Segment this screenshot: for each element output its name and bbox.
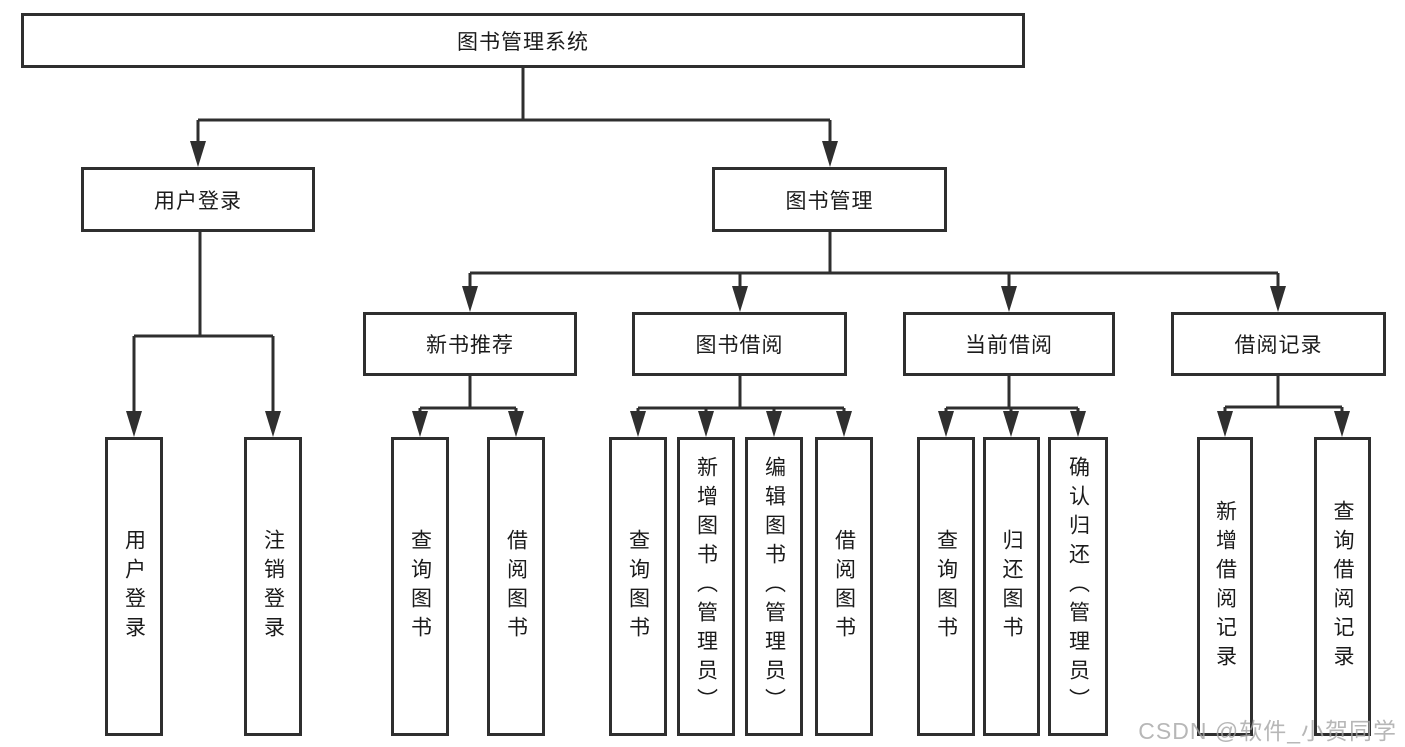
leaf-query-books-recommend: 查询图书 bbox=[391, 437, 449, 736]
leaf-query-borrow-record: 查询借阅记录 bbox=[1314, 437, 1371, 736]
leaf-edit-books-admin: 编辑图书（管理员） bbox=[745, 437, 803, 736]
node-label: 编辑图书（管理员） bbox=[762, 456, 786, 717]
node-label: 新书推荐 bbox=[426, 334, 514, 357]
leaf-add-borrow-record: 新增借阅记录 bbox=[1197, 437, 1253, 736]
node-label: 图书借阅 bbox=[695, 334, 784, 357]
node-current-borrowing: 当前借阅 bbox=[903, 312, 1115, 376]
leaf-return-books: 归还图书 bbox=[983, 437, 1040, 736]
node-label: 新增图书（管理员） bbox=[694, 456, 718, 717]
leaf-query-books-current: 查询图书 bbox=[917, 437, 975, 736]
node-label: 注销登录 bbox=[261, 528, 285, 645]
connector-user-login-children bbox=[126, 232, 281, 437]
node-root-library-system: 图书管理系统 bbox=[21, 13, 1025, 68]
leaf-add-books-admin: 新增图书（管理员） bbox=[677, 437, 735, 736]
node-label: 查询图书 bbox=[626, 528, 650, 645]
node-label: 查询图书 bbox=[408, 528, 432, 645]
csdn-watermark: CSDN @软件_小贺同学 bbox=[1138, 718, 1397, 744]
node-book-borrowing: 图书借阅 bbox=[632, 312, 847, 376]
leaf-logout: 注销登录 bbox=[244, 437, 302, 736]
connector-current-borrow-children bbox=[938, 376, 1086, 437]
connector-borrow-record-children bbox=[1217, 376, 1350, 437]
node-new-book-recommend: 新书推荐 bbox=[363, 312, 577, 376]
node-label: 用户登录 bbox=[154, 189, 242, 213]
node-user-login: 用户登录 bbox=[81, 167, 315, 232]
leaf-query-books-borrow: 查询图书 bbox=[609, 437, 667, 736]
connector-book-mgmt-children bbox=[462, 232, 1286, 312]
node-book-management: 图书管理 bbox=[712, 167, 947, 232]
node-label: 借阅图书 bbox=[832, 528, 856, 645]
node-label: 用户登录 bbox=[122, 528, 146, 645]
leaf-user-login: 用户登录 bbox=[105, 437, 163, 736]
leaf-confirm-return-admin: 确认归还（管理员） bbox=[1048, 437, 1108, 736]
connector-new-book-children bbox=[412, 376, 524, 437]
leaf-borrow-books-recommend: 借阅图书 bbox=[487, 437, 545, 736]
connector-root-to-level2 bbox=[190, 68, 838, 167]
node-label: 图书管理系统 bbox=[457, 30, 589, 54]
node-label: 新增借阅记录 bbox=[1213, 499, 1237, 674]
node-label: 当前借阅 bbox=[965, 334, 1053, 357]
node-label: 借阅图书 bbox=[504, 528, 528, 645]
node-borrowing-records: 借阅记录 bbox=[1171, 312, 1386, 376]
node-label: 图书管理 bbox=[785, 189, 874, 213]
node-label: 确认归还（管理员） bbox=[1066, 456, 1090, 717]
node-label: 查询借阅记录 bbox=[1331, 499, 1354, 674]
node-label: 查询图书 bbox=[934, 528, 958, 645]
leaf-borrow-books: 借阅图书 bbox=[815, 437, 873, 736]
node-label: 借阅记录 bbox=[1234, 334, 1323, 357]
node-label: 归还图书 bbox=[1000, 528, 1023, 645]
connector-book-borrow-children bbox=[630, 376, 852, 437]
